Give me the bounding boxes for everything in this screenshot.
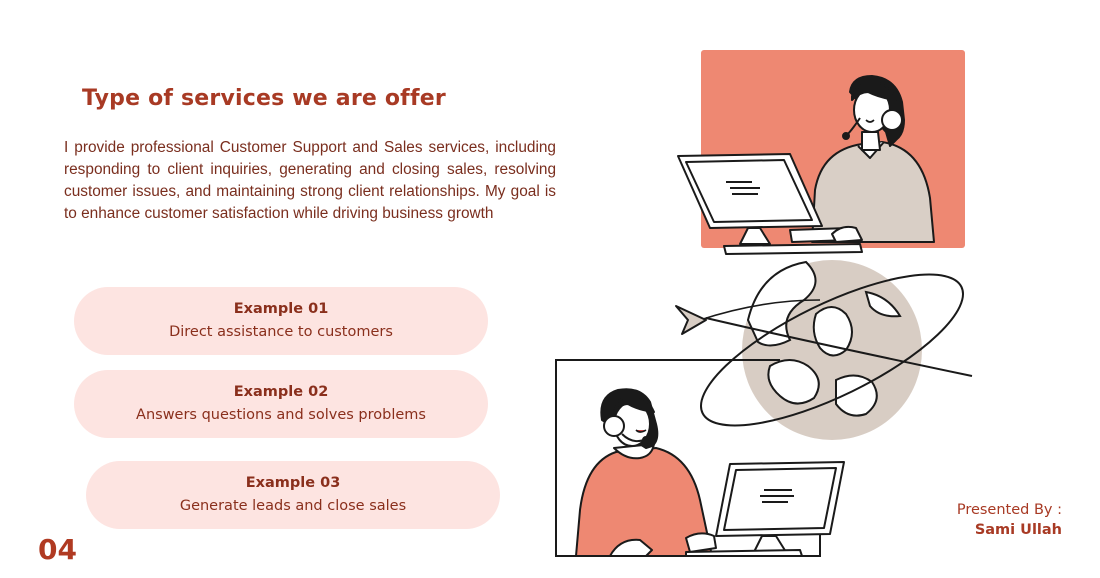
- presenter-block: Presented By : Sami Ullah: [957, 500, 1062, 540]
- example-card-3: Example 03 Generate leads and close sale…: [86, 461, 500, 529]
- page-number: 04: [38, 533, 77, 566]
- example-card-2: Example 02 Answers questions and solves …: [74, 370, 488, 438]
- example-text: Generate leads and close sales: [179, 497, 407, 514]
- bottom-monitor: [685, 461, 845, 557]
- slide-title: Type of services we are offer: [82, 86, 446, 111]
- example-text: Answers questions and solves problems: [136, 406, 426, 423]
- slide-description: I provide professional Customer Support …: [64, 139, 556, 222]
- bottom-agent-figure: [575, 388, 717, 557]
- presenter-name: Sami Ullah: [974, 522, 1062, 538]
- example-text: Direct assistance to customers: [169, 323, 393, 340]
- presenter-label: Presented By :: [956, 502, 1062, 518]
- example-heading: Example 02: [233, 383, 329, 400]
- example-heading: Example 03: [245, 474, 341, 491]
- customer-support-illustration: [555, 50, 973, 557]
- example-heading: Example 01: [233, 300, 329, 317]
- paper-plane-icon: [675, 305, 707, 335]
- top-monitor: [677, 153, 863, 255]
- example-card-1: Example 01 Direct assistance to customer…: [74, 287, 488, 355]
- top-agent-figure: [811, 75, 935, 243]
- globe-graphic: [699, 260, 973, 440]
